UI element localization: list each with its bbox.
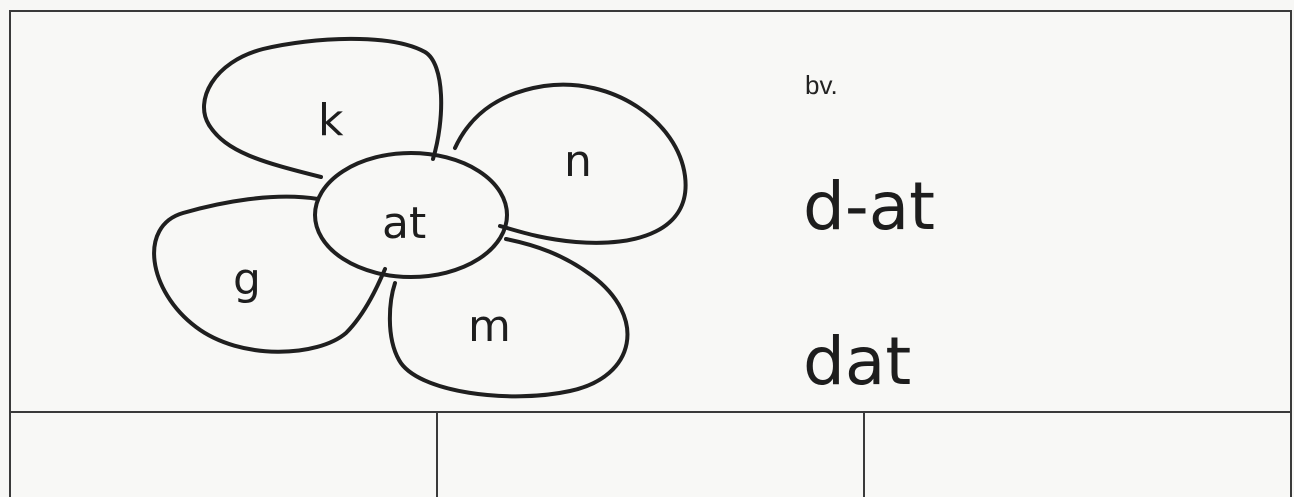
petal-label-left: g: [233, 254, 261, 305]
example-split-word: d-at: [803, 168, 936, 245]
petal-label-top-left: k: [318, 95, 344, 146]
petal-left: [152, 194, 387, 354]
petal-bottom-right: [387, 237, 630, 399]
answer-box-3[interactable]: [865, 413, 1290, 497]
flower-center-outline: [313, 151, 509, 279]
answer-box-2[interactable]: [438, 413, 865, 497]
answer-row: [9, 411, 1292, 497]
flower-center-label: at: [382, 198, 427, 249]
word-flower: k n g m at: [141, 36, 701, 407]
petal-label-top-right: n: [564, 136, 592, 187]
example-joined-word: dat: [803, 323, 912, 400]
example-label: bv.: [805, 70, 838, 100]
flower-outline: [152, 36, 688, 399]
word-family-box: k n g m at bv. d-at dat: [9, 10, 1292, 412]
petal-top-left: [202, 36, 444, 179]
answer-box-1[interactable]: [11, 413, 438, 497]
petal-top-right: [453, 82, 688, 245]
petal-label-bottom-right: m: [468, 301, 511, 352]
